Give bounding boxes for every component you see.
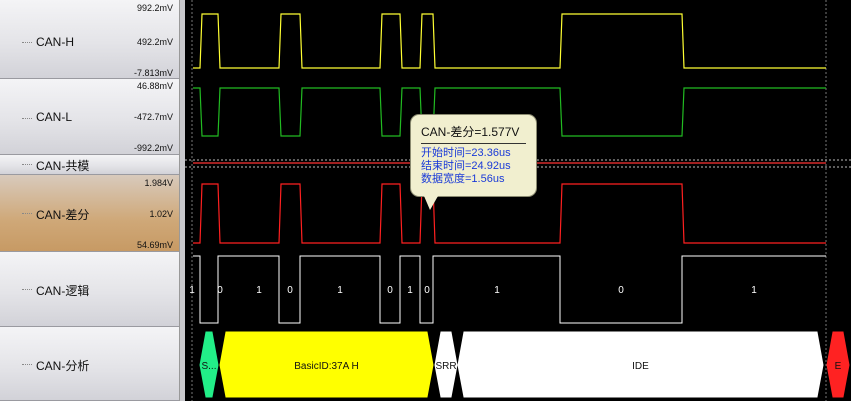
analysis-field-label: S... bbox=[201, 361, 216, 372]
tooltip-data-width: 数据宽度=1.56us bbox=[421, 173, 505, 185]
analysis-field bbox=[219, 331, 434, 398]
tree-branch bbox=[22, 213, 32, 214]
tooltip-start-time: 开始时间=23.36us bbox=[421, 147, 511, 159]
axis-tick-top: 1.984V bbox=[144, 178, 173, 188]
tree-branch bbox=[22, 364, 32, 365]
channel-name: CAN-差分 bbox=[36, 208, 90, 222]
logic-bit-label: 0 bbox=[424, 285, 430, 296]
can-l-trace bbox=[193, 87, 826, 137]
tooltip-title: CAN-差分=1.577V bbox=[421, 123, 526, 144]
logic-bit-label: 1 bbox=[189, 285, 195, 296]
channel-name: CAN-L bbox=[36, 110, 73, 124]
analysis-field bbox=[457, 331, 824, 398]
tree-branch bbox=[22, 42, 32, 43]
logic-bit-label: 1 bbox=[256, 285, 262, 296]
tree-branch bbox=[22, 118, 32, 119]
channel-row-can-common[interactable]: CAN-共模 bbox=[0, 155, 179, 175]
logic-bit-label: 1 bbox=[494, 285, 500, 296]
analysis-field-label: BasicID:37A H bbox=[294, 361, 358, 372]
logic-bit-label: 1 bbox=[751, 285, 757, 296]
channel-row-can-l[interactable]: CAN-L 46.88mV -472.7mV -992.2mV bbox=[0, 79, 179, 155]
measurement-tooltip: CAN-差分=1.577V 开始时间=23.36us 结束时间=24.92us … bbox=[410, 114, 537, 197]
logic-bit-label: 1 bbox=[407, 285, 413, 296]
can-h-trace bbox=[193, 13, 826, 69]
logic-bit-label: 0 bbox=[217, 285, 223, 296]
channel-name: CAN-H bbox=[36, 35, 74, 49]
analysis-field bbox=[199, 331, 219, 398]
can-diff-trace bbox=[193, 183, 826, 244]
channel-panel: CAN-H 992.2mV 492.2mV -7.813mV CAN-L 46.… bbox=[0, 0, 185, 401]
channel-row-can-analysis[interactable]: CAN-分析 bbox=[0, 327, 179, 401]
analysis-field bbox=[434, 331, 458, 398]
logic-bit-label: 1 bbox=[337, 285, 343, 296]
channel-row-can-h[interactable]: CAN-H 992.2mV 492.2mV -7.813mV bbox=[0, 0, 179, 79]
channel-row-can-diff[interactable]: CAN-差分 1.984V 1.02V 54.69mV bbox=[0, 175, 179, 252]
logic-trace bbox=[193, 255, 826, 324]
tooltip-pointer bbox=[424, 196, 438, 210]
axis-tick-mid: 1.02V bbox=[149, 209, 173, 219]
axis-tick-top: 992.2mV bbox=[136, 3, 173, 13]
axis-tick-bottom: -7.813mV bbox=[133, 68, 173, 78]
tooltip-end-time: 结束时间=24.92us bbox=[421, 160, 511, 172]
axis-tick-bottom: 54.69mV bbox=[136, 240, 173, 250]
channel-row-can-logic[interactable]: CAN-逻辑 bbox=[0, 252, 179, 327]
logic-bit-label: 0 bbox=[287, 285, 293, 296]
tree-branch bbox=[22, 164, 32, 165]
axis-tick-top: 46.88mV bbox=[136, 81, 173, 91]
logic-bit-label: 0 bbox=[618, 285, 624, 296]
axis-tick-mid: -472.7mV bbox=[133, 112, 173, 122]
analysis-field bbox=[826, 331, 850, 398]
splitter-handle[interactable] bbox=[179, 0, 185, 401]
tree-branch bbox=[22, 289, 32, 290]
analysis-field-label: IDE bbox=[632, 361, 649, 372]
channel-name: CAN-分析 bbox=[36, 359, 90, 373]
channel-name: CAN-逻辑 bbox=[36, 284, 90, 298]
axis-tick-bottom: -992.2mV bbox=[133, 143, 173, 153]
analysis-field-label: SRR bbox=[435, 361, 456, 372]
axis-tick-mid: 492.2mV bbox=[136, 37, 173, 47]
analysis-field-label: E bbox=[835, 361, 842, 372]
channel-name: CAN-共模 bbox=[36, 159, 90, 173]
logic-bit-label: 0 bbox=[387, 285, 393, 296]
